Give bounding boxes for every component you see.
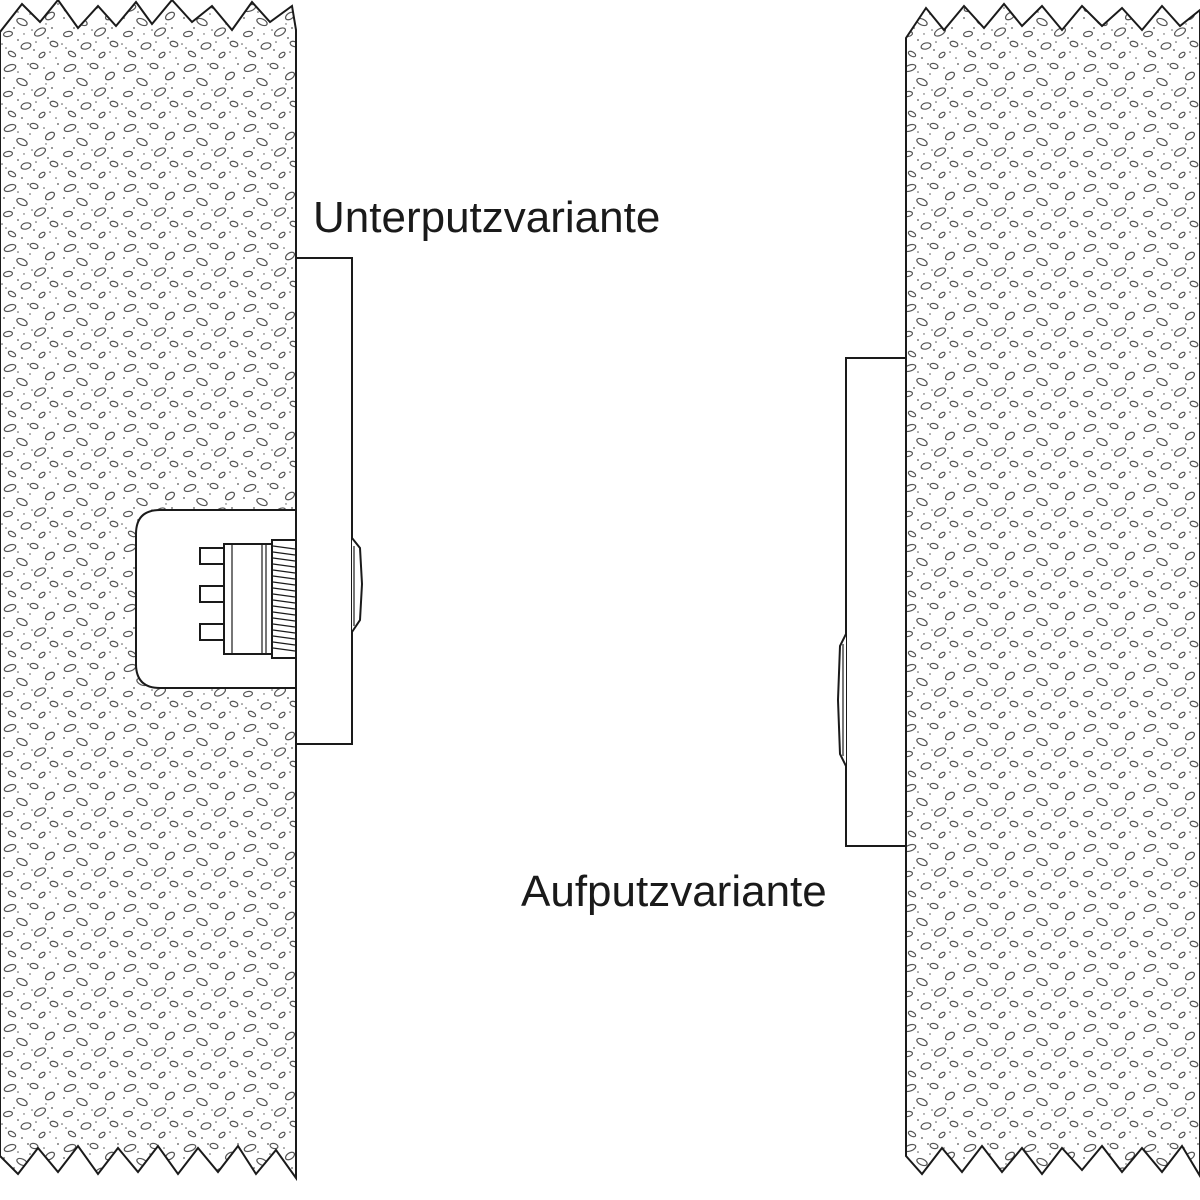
surface-housing <box>845 357 907 847</box>
surface-front-button <box>836 633 847 767</box>
right-wall <box>905 2 1200 1178</box>
surface-mount-label: Aufputzvariante <box>521 867 827 916</box>
flush-mount-assembly <box>135 257 364 745</box>
surface-mount-assembly <box>836 357 907 847</box>
switch-housing <box>223 543 273 655</box>
threaded-body <box>271 539 297 659</box>
flush-mount-label: Unterputzvariante <box>313 193 661 242</box>
connector-pin <box>199 623 225 641</box>
flush-cover-plate <box>295 257 353 745</box>
thread-lines <box>272 545 296 652</box>
connector-pin <box>199 585 225 603</box>
connector-pin <box>199 547 225 565</box>
